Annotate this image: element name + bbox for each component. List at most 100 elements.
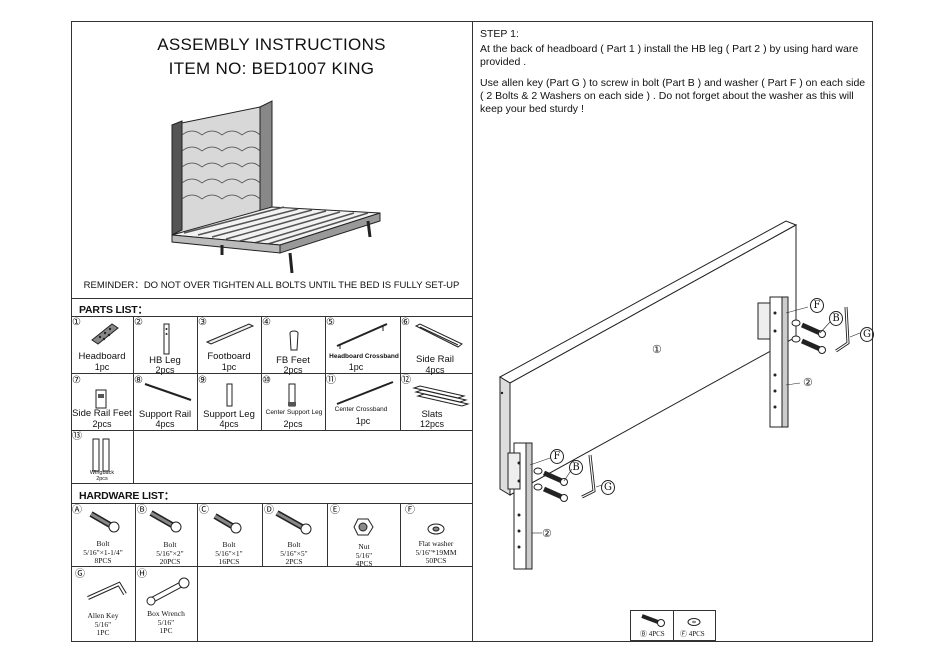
nut-icon — [353, 518, 374, 536]
part-number: ① — [72, 317, 81, 328]
callout-allen-key: G — [860, 327, 874, 342]
wingback-part-icon — [92, 438, 110, 472]
part-name: Support Leg — [203, 409, 255, 420]
callout-washer: F — [810, 298, 824, 313]
rule-parts-row1 — [71, 373, 472, 374]
part-qty: 2pcs — [92, 419, 112, 429]
bolt-c-icon — [213, 513, 242, 534]
part-name: Support Rail — [138, 409, 192, 420]
part-number: ④ — [262, 317, 271, 328]
part-name: Footboard — [207, 351, 251, 362]
callout-bolt: B — [829, 311, 843, 326]
part-number: ⑨ — [198, 375, 207, 386]
part-name: Side Rail Feet — [72, 408, 132, 419]
hardware-letter: Ⓒ — [199, 505, 209, 516]
hardware-letter: Ⓐ — [72, 505, 82, 516]
hb-leg-part-icon — [163, 323, 170, 355]
callout-bolt: B — [569, 460, 583, 475]
box-wrench-icon — [146, 577, 190, 606]
hardware-letter: Ⓖ — [75, 569, 85, 580]
rule-hardware-header — [71, 503, 472, 504]
part-number: ⑤ — [326, 317, 335, 328]
part-name: Headboard Crossband — [329, 353, 399, 360]
grid-v — [400, 503, 401, 566]
part-name: Side Rail — [415, 354, 455, 365]
grid-v — [262, 503, 263, 566]
headboard-crossband-part-icon — [336, 323, 388, 349]
flat-washer-icon — [687, 618, 701, 626]
step-title: STEP 1: — [480, 28, 519, 40]
hardware-letter: Ⓕ — [405, 505, 415, 516]
callout-washer: F — [550, 449, 564, 464]
headboard-part-icon — [91, 323, 119, 345]
part-qty: 1pc — [348, 362, 364, 372]
grid-v — [673, 610, 674, 641]
support-rail-part-icon — [144, 383, 192, 401]
part-name: Wingback — [89, 470, 115, 476]
part-number: ③ — [198, 317, 207, 328]
step-paragraph-1: At the back of headboard ( Part 1 ) inst… — [480, 43, 859, 68]
allen-key-icon — [87, 581, 127, 600]
grid-v — [400, 316, 401, 430]
hardware-letter: Ⓔ — [330, 505, 340, 516]
part-qty: 4pcs — [155, 419, 175, 429]
footboard-part-icon — [205, 323, 255, 345]
usage-bolt-label: Ⓑ 4PCS — [640, 630, 665, 638]
part-name: Headboard — [78, 351, 126, 362]
bolt-a-icon — [89, 511, 120, 533]
bolt-b-icon — [149, 510, 182, 533]
part-qty: 4pcs — [425, 365, 445, 375]
callout-hb-leg: ② — [803, 376, 813, 389]
item-number: ITEM NO: BED1007 KING — [168, 59, 375, 78]
callout-headboard: ① — [652, 343, 662, 356]
step1-assembly-diagram — [498, 220, 861, 570]
part-number: ⑩ — [262, 375, 271, 386]
grid-v — [197, 316, 198, 430]
grid-v — [261, 316, 262, 430]
part-number: ⑦ — [72, 375, 81, 386]
part-number: ⑫ — [401, 375, 411, 386]
part-name: Center Support Leg — [265, 409, 323, 416]
center-crossband-part-icon — [336, 381, 394, 405]
grid-v — [325, 316, 326, 430]
side-rail-feet-part-icon — [95, 389, 107, 409]
part-number: ② — [134, 317, 143, 328]
slats-part-icon — [412, 385, 470, 407]
support-leg-part-icon — [226, 383, 233, 407]
part-qty: 1pc — [221, 362, 237, 372]
step-paragraph-2: Use allen key (Part G ) to screw in bolt… — [480, 77, 866, 115]
part-name: Slats — [421, 409, 443, 420]
part-qty: 1pc — [94, 362, 110, 372]
part-name: FB Feet — [276, 355, 310, 366]
part-qty: 4pcs — [219, 419, 239, 429]
part-qty: 1pc — [355, 416, 371, 426]
hardware-letter: Ⓑ — [137, 505, 147, 516]
part-qty: 2pcs — [96, 476, 108, 482]
hardware-letter: Ⓗ — [137, 569, 147, 580]
grid-v — [327, 503, 328, 566]
rule-parts-top — [71, 298, 472, 299]
grid-v — [135, 503, 136, 641]
rule-hardware-top — [71, 483, 472, 484]
part-qty: 2pcs — [155, 365, 175, 375]
reminder-note: REMINDER：DO NOT OVER TIGHTEN ALL BOLTS U… — [83, 280, 460, 291]
callout-hb-leg: ② — [542, 527, 552, 540]
part-name: HB Leg — [149, 355, 181, 366]
part-number: ⑧ — [134, 375, 143, 386]
part-name: Center Crossband — [334, 406, 388, 413]
part-number: ⑬ — [72, 431, 82, 442]
fb-feet-part-icon — [289, 330, 299, 351]
grid-v — [133, 316, 134, 483]
usage-washer-label: Ⓕ 4PCS — [680, 630, 705, 638]
callout-allen-key: G — [601, 480, 615, 495]
part-qty: 2pcs — [283, 419, 303, 429]
bolt-b-icon — [641, 614, 665, 627]
